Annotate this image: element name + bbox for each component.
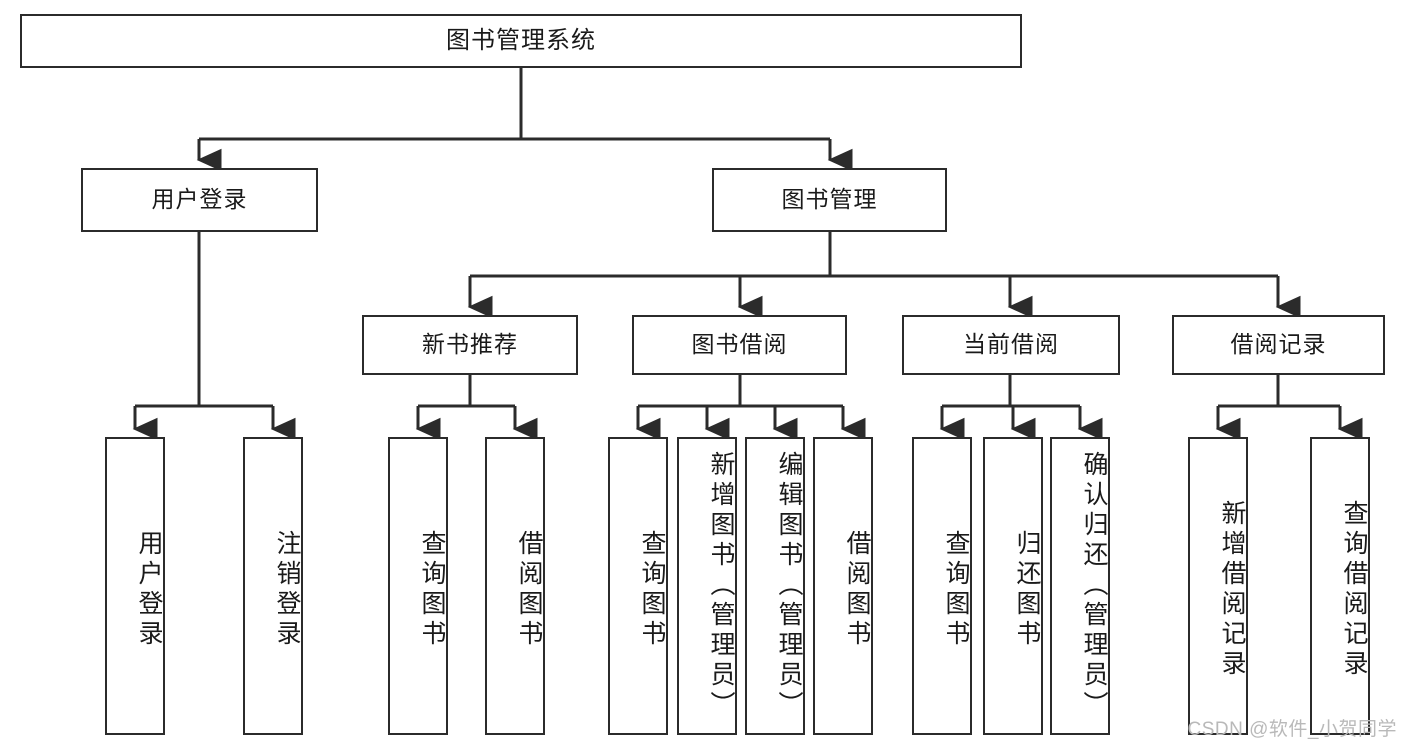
node-leaf-add-book-admin: 新增图书（管理员） (677, 437, 737, 735)
node-leaf-add-borrow-record: 新增借阅记录 (1188, 437, 1248, 735)
node-leaf-query-book-new: 查询图书 (388, 437, 448, 735)
node-level3-new-book-recommend: 新书推荐 (362, 315, 578, 375)
node-leaf-query-book-borrow: 查询图书 (608, 437, 668, 735)
node-level2-book-management: 图书管理 (712, 168, 947, 232)
node-leaf-return-book: 归还图书 (983, 437, 1043, 735)
node-leaf-borrow-book-new: 借阅图书 (485, 437, 545, 735)
node-leaf-borrow-book: 借阅图书 (813, 437, 873, 735)
node-leaf-edit-book-admin: 编辑图书（管理员） (745, 437, 805, 735)
node-level3-book-borrow: 图书借阅 (632, 315, 847, 375)
node-leaf-logout: 注销登录 (243, 437, 303, 735)
node-leaf-query-borrow-record: 查询借阅记录 (1310, 437, 1370, 735)
node-leaf-confirm-return-admin: 确认归还（管理员） (1050, 437, 1110, 735)
node-leaf-user-login: 用户登录 (105, 437, 165, 735)
node-level3-borrow-records: 借阅记录 (1172, 315, 1385, 375)
node-leaf-query-book-current: 查询图书 (912, 437, 972, 735)
node-root: 图书管理系统 (20, 14, 1022, 68)
node-level3-current-borrow: 当前借阅 (902, 315, 1120, 375)
node-level2-user-login: 用户登录 (81, 168, 318, 232)
